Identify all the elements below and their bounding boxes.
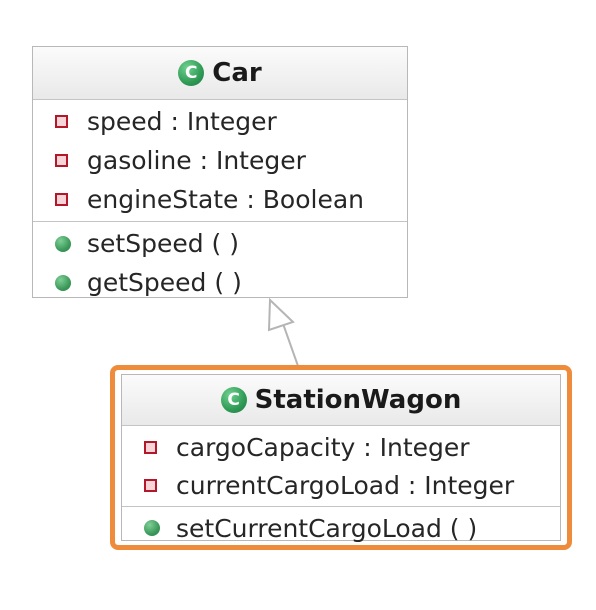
operations-section: setCurrentCargoLoad ( ) — [122, 507, 560, 549]
attribute-label: engineState : Boolean — [87, 185, 364, 214]
public-visibility-icon — [55, 274, 71, 291]
attribute-row[interactable]: cargoCapacity : Integer — [122, 428, 560, 466]
generalization-arrowhead-icon — [267, 297, 295, 332]
class-name: Car — [212, 58, 262, 88]
class-car[interactable]: C Car speed : Integer gasoline : Integer… — [32, 46, 408, 298]
class-badge-icon: C — [220, 387, 247, 413]
attribute-row[interactable]: currentCargoLoad : Integer — [122, 466, 560, 504]
class-name: StationWagon — [254, 385, 462, 415]
operation-label: getSpeed ( ) — [87, 268, 242, 297]
public-visibility-icon — [144, 520, 160, 536]
operation-row[interactable]: setSpeed ( ) — [33, 224, 407, 263]
operation-row[interactable]: getSpeed ( ) — [33, 263, 407, 302]
operation-label: setSpeed ( ) — [87, 229, 239, 258]
attribute-row[interactable]: gasoline : Integer — [33, 141, 407, 180]
class-station-wagon[interactable]: C StationWagon cargoCapacity : Integer c… — [121, 374, 561, 543]
attributes-section: speed : Integer gasoline : Integer engin… — [33, 100, 407, 222]
private-visibility-icon — [55, 115, 68, 128]
private-visibility-icon — [144, 440, 157, 454]
class-header: C StationWagon — [122, 375, 560, 426]
private-visibility-icon — [55, 193, 68, 206]
attribute-label: currentCargoLoad : Integer — [176, 470, 515, 500]
attribute-label: speed : Integer — [87, 107, 277, 136]
attribute-row[interactable]: engineState : Boolean — [33, 180, 407, 219]
attribute-row[interactable]: speed : Integer — [33, 102, 407, 141]
public-visibility-icon — [55, 235, 71, 252]
private-visibility-icon — [55, 154, 68, 167]
attribute-label: cargoCapacity : Integer — [176, 432, 470, 462]
private-visibility-icon — [144, 478, 157, 492]
operation-label: setCurrentCargoLoad ( ) — [176, 513, 478, 543]
attributes-section: cargoCapacity : Integer currentCargoLoad… — [122, 426, 560, 507]
operation-row[interactable]: setCurrentCargoLoad ( ) — [122, 509, 560, 547]
selection-highlight — [110, 365, 572, 550]
operations-section: setSpeed ( ) getSpeed ( ) — [33, 222, 407, 304]
attribute-label: gasoline : Integer — [87, 146, 306, 175]
class-badge-icon: C — [178, 60, 205, 86]
class-header: C Car — [33, 47, 407, 100]
